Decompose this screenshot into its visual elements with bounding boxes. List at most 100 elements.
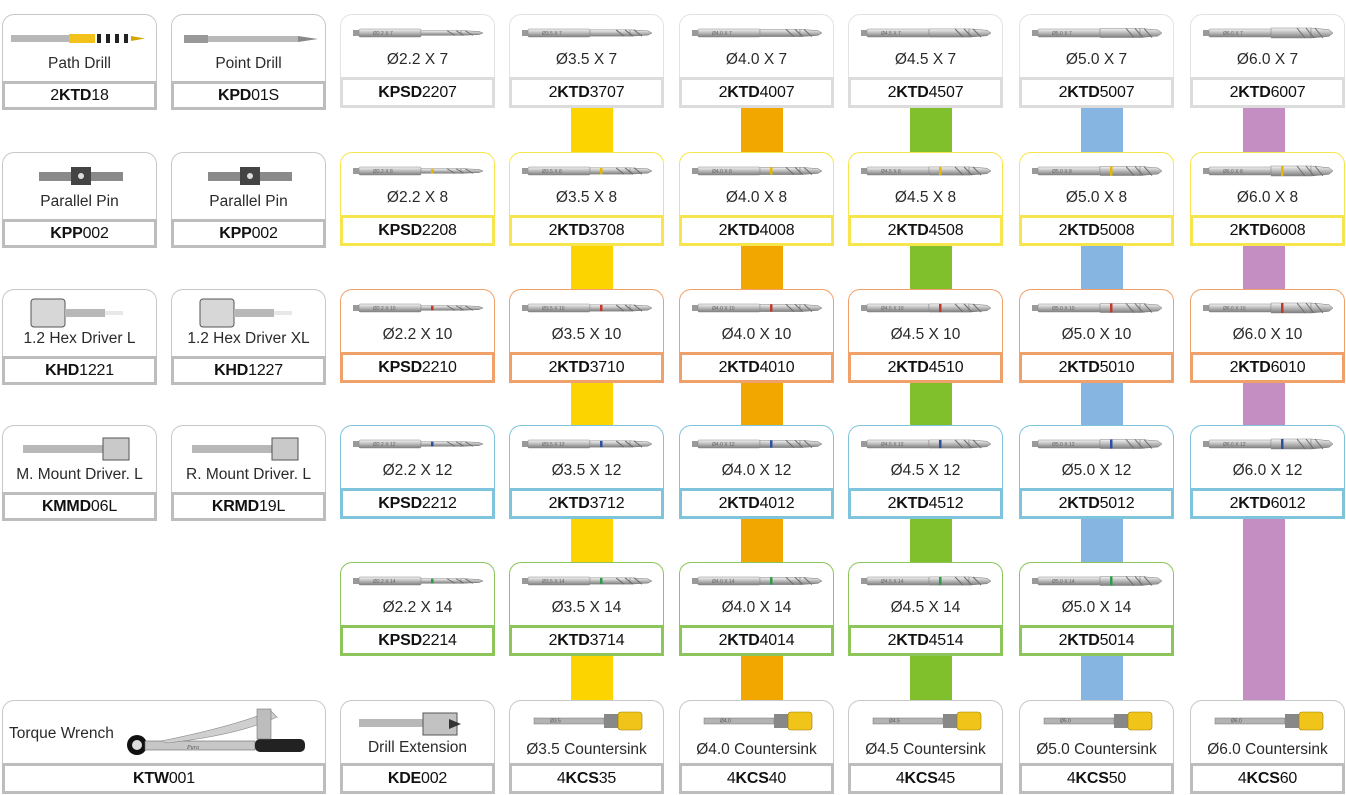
code-prefix: 2 bbox=[718, 83, 728, 101]
svg-text:Ø4.5 X 7: Ø4.5 X 7 bbox=[881, 31, 901, 37]
code-number: 4512 bbox=[928, 494, 964, 512]
kit-card-path-drill[interactable]: Path Drill bbox=[2, 14, 157, 81]
item-label: Ø6.0 X 7 bbox=[1236, 51, 1299, 68]
svg-text:Ø6.0 X 7: Ø6.0 X 7 bbox=[1223, 31, 1243, 37]
code-series: KTD bbox=[896, 631, 929, 649]
countersink-icon: Ø4.0 bbox=[700, 709, 818, 733]
code-number: 4008 bbox=[759, 221, 795, 239]
code-prefix: 2 bbox=[718, 221, 728, 239]
path-drill-icon bbox=[3, 21, 156, 55]
drill-card[interactable]: Ø6.0 X 10 Ø6.0 X 10 bbox=[1190, 289, 1345, 356]
kit-card-drill-extension[interactable]: Drill Extension bbox=[340, 700, 495, 763]
svg-text:Ø6.0 X 10: Ø6.0 X 10 bbox=[1223, 306, 1246, 312]
drill-card[interactable]: Ø5.0 X 7 Ø5.0 X 7 bbox=[1019, 14, 1174, 81]
drill-icon: Ø4.0 X 10 bbox=[690, 296, 825, 318]
item-label: Ø6.0 X 10 bbox=[1232, 326, 1303, 343]
kit-card-r-mount-driver[interactable]: R. Mount Driver. L bbox=[171, 425, 326, 492]
code-series: KDE bbox=[387, 769, 422, 787]
code-prefix: 2 bbox=[1229, 221, 1239, 239]
code-series: KTD bbox=[557, 83, 590, 101]
kit-card-point-drill[interactable]: Point Drill bbox=[171, 14, 326, 81]
drill-card[interactable]: Ø6.0 X 7 Ø6.0 X 7 bbox=[1190, 14, 1345, 81]
code-prefix: 2 bbox=[548, 358, 558, 376]
drill-card[interactable]: Ø4.0 X 10 Ø4.0 X 10 bbox=[679, 289, 834, 356]
kit-card-hex-driver-xl[interactable]: 1.2 Hex Driver XL bbox=[171, 289, 326, 356]
code-series: KCS bbox=[1075, 769, 1109, 787]
drill-icon: Ø5.0 X 10 bbox=[1030, 296, 1165, 318]
code-series: KMMD bbox=[41, 497, 91, 515]
kit-card-parallel-pin-2[interactable]: Parallel Pin bbox=[171, 152, 326, 219]
item-label: Ø6.0 X 8 bbox=[1236, 189, 1299, 206]
drill-card[interactable]: Ø3.5 X 7 Ø3.5 X 7 bbox=[509, 14, 664, 81]
code-number: 001 bbox=[168, 769, 195, 787]
item-label: Ø3.5 X 7 bbox=[555, 51, 618, 68]
code-number: 002 bbox=[251, 224, 278, 242]
drill-icon: Ø4.0 X 14 bbox=[690, 569, 825, 591]
item-label: Ø2.2 X 14 bbox=[382, 599, 453, 616]
svg-text:Ø4.0 X 8: Ø4.0 X 8 bbox=[712, 169, 732, 175]
code-number: 6008 bbox=[1270, 221, 1306, 239]
drill-icon: Ø5.0 X 7 bbox=[1030, 21, 1165, 43]
item-label: M. Mount Driver. L bbox=[16, 466, 143, 483]
code-prefix: 4 bbox=[726, 769, 736, 787]
code-prefix: 2 bbox=[1229, 494, 1239, 512]
drill-icon: Ø4.5 X 8 bbox=[859, 159, 994, 181]
kit-card-parallel-pin-1[interactable]: Parallel Pin bbox=[2, 152, 157, 219]
svg-text:Ø5.0 X 10: Ø5.0 X 10 bbox=[1052, 306, 1075, 312]
code-prefix: 2 bbox=[1058, 83, 1068, 101]
drill-icon: Ø3.5 X 10 bbox=[520, 296, 655, 318]
drill-icon: Ø3.5 X 12 bbox=[520, 432, 655, 454]
kit-card-hex-driver-l[interactable]: 1.2 Hex Driver L bbox=[2, 289, 157, 356]
code-series: KCS bbox=[904, 769, 938, 787]
kit-card-m-mount-driver[interactable]: M. Mount Driver. L bbox=[2, 425, 157, 492]
code-series: KTD bbox=[1238, 358, 1271, 376]
code-number: 5007 bbox=[1099, 83, 1135, 101]
svg-text:Ø3.5 X 7: Ø3.5 X 7 bbox=[542, 31, 562, 37]
item-label: Ø4.0 X 10 bbox=[721, 326, 792, 343]
item-label: Ø5.0 X 7 bbox=[1065, 51, 1128, 68]
code-number: 01S bbox=[251, 86, 280, 104]
countersink-icon: Ø4.5 bbox=[869, 709, 987, 733]
code-series: KTD bbox=[557, 358, 590, 376]
code-series: KCS bbox=[1246, 769, 1280, 787]
